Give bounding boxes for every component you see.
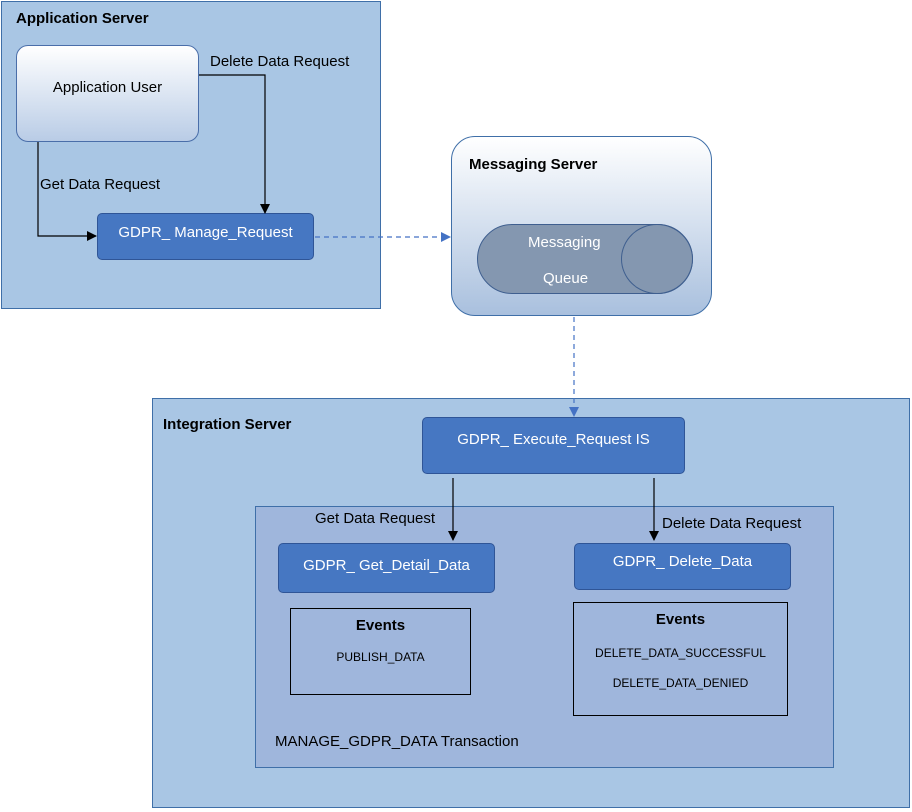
- application-user-box[interactable]: Application User: [16, 45, 199, 142]
- gdpr-delete-data-label: GDPR_ Delete_Data: [612, 553, 753, 570]
- events-box-left: Events PUBLISH_DATA: [290, 608, 471, 695]
- events-left-item-publish-data: PUBLISH_DATA: [336, 650, 425, 664]
- application-server-title: Application Server: [16, 10, 149, 27]
- get-data-request-label-bottom: Get Data Request: [315, 510, 436, 527]
- messaging-queue-label-line1: Messaging: [528, 234, 601, 251]
- delete-request-connector: [199, 74, 270, 214]
- transaction-label: MANAGE_GDPR_DATA Transaction: [275, 733, 519, 750]
- get-data-request-label-top: Get Data Request: [40, 176, 161, 193]
- events-right-item-denied: DELETE_DATA_DENIED: [612, 676, 749, 690]
- get-request-connector: [37, 142, 97, 241]
- application-user-label: Application User: [52, 79, 163, 96]
- events-left-title: Events: [355, 617, 406, 634]
- events-right-item-successful: DELETE_DATA_SUCCESSFUL: [595, 646, 766, 660]
- gdpr-manage-request-box[interactable]: GDPR_ Manage_Request: [97, 213, 314, 260]
- gdpr-delete-data-box[interactable]: GDPR_ Delete_Data: [574, 543, 791, 590]
- gdpr-execute-request-box[interactable]: GDPR_ Execute_Request IS: [422, 417, 685, 474]
- delete-data-request-label-top: Delete Data Request: [210, 53, 350, 70]
- gdpr-execute-request-label: GDPR_ Execute_Request IS: [457, 431, 650, 448]
- integration-server-title: Integration Server: [163, 416, 292, 433]
- messaging-server-title: Messaging Server: [469, 156, 598, 173]
- gdpr-get-detail-data-label: GDPR_ Get_Detail_Data: [303, 556, 470, 574]
- events-right-title: Events: [655, 611, 706, 628]
- messaging-queue-cylinder-end: [621, 224, 693, 294]
- delete-data-request-label-bottom: Delete Data Request: [662, 515, 802, 532]
- gdpr-manage-request-label: GDPR_ Manage_Request: [118, 224, 293, 241]
- events-box-right: Events DELETE_DATA_SUCCESSFUL DELETE_DAT…: [573, 602, 788, 716]
- gdpr-get-detail-data-box[interactable]: GDPR_ Get_Detail_Data: [278, 543, 495, 593]
- messaging-queue-label-line2: Queue: [543, 270, 589, 287]
